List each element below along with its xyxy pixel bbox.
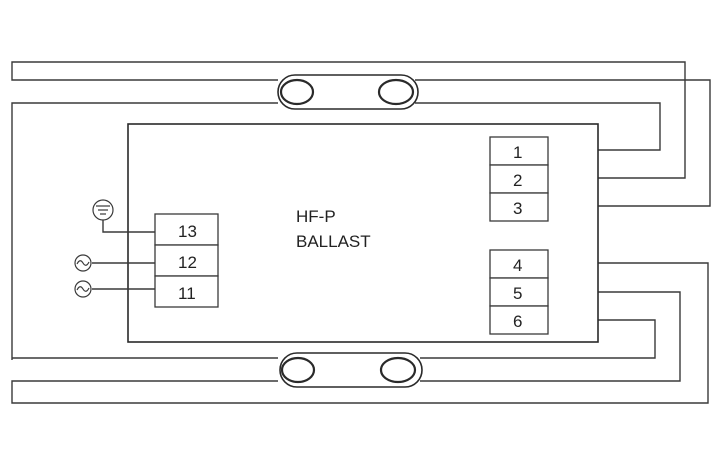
bottom-lamp <box>279 352 423 388</box>
terminal-5 <box>489 277 549 307</box>
wire-top-left <box>11 102 278 360</box>
terminal-13 <box>154 213 219 246</box>
terminal-4-label: 4 <box>513 256 522 275</box>
ac-sine-icon <box>74 254 92 272</box>
earth-ground-icon <box>92 199 114 221</box>
ballast-title-line1: HF-P <box>296 207 336 226</box>
wire-top-outer <box>11 61 686 179</box>
wire-top-inner <box>415 102 661 151</box>
terminal-6 <box>489 305 549 335</box>
terminal-12-label: 12 <box>178 253 197 272</box>
terminal-2-label: 2 <box>513 171 522 190</box>
terminal-11-label: 11 <box>178 284 196 303</box>
wire-ground <box>102 219 155 233</box>
terminal-1-label: 1 <box>513 143 522 162</box>
wire-top-right-3 <box>415 79 711 207</box>
top-lamp <box>277 74 419 110</box>
wire-bottom-4 <box>11 262 709 404</box>
terminal-3-label: 3 <box>513 199 522 218</box>
terminal-6-label: 6 <box>513 312 522 331</box>
ac-sine-icon <box>74 280 92 298</box>
terminal-5-label: 5 <box>513 284 522 303</box>
wire-bottom-6 <box>420 319 656 359</box>
terminal-11 <box>154 275 219 308</box>
terminal-13-label: 13 <box>178 222 197 241</box>
wire-bottom-5 <box>420 291 681 382</box>
terminal-2 <box>489 164 549 194</box>
ballast-title-line2: BALLAST <box>296 232 371 251</box>
terminal-3 <box>489 192 549 222</box>
